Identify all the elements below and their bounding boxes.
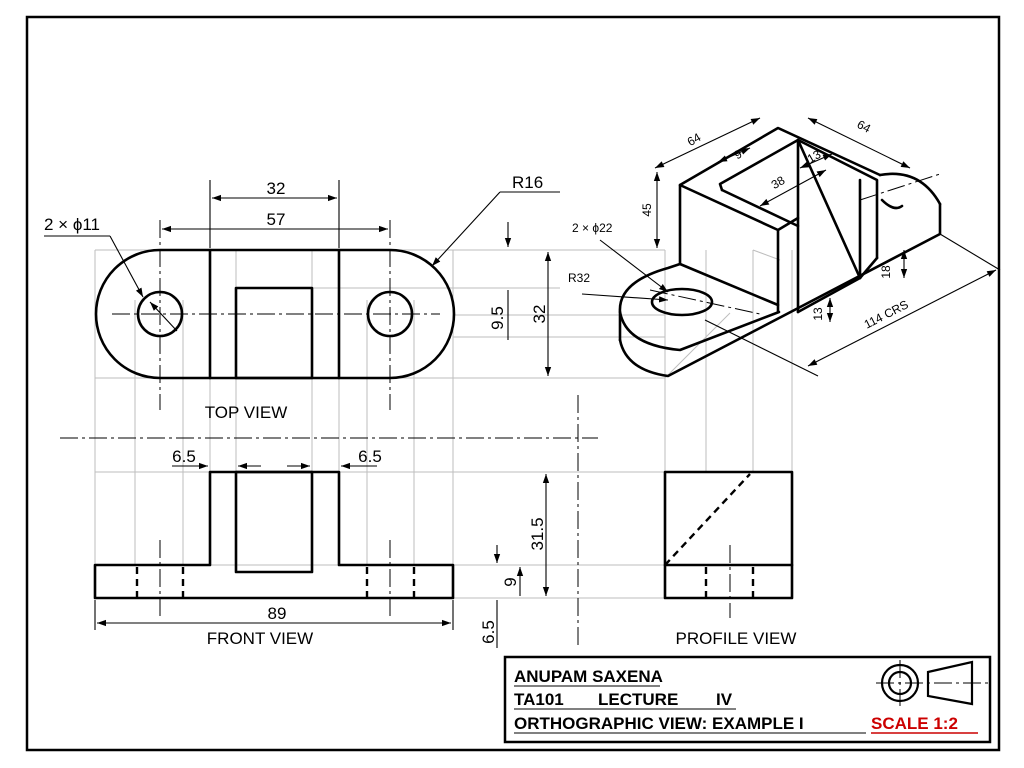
front-view: [93, 470, 455, 618]
iso-64-left: 64: [685, 130, 704, 149]
dim-2-phi-11: 2 × ϕ11: [44, 215, 100, 234]
top-view-dimensions: 32 57 R16 2 × ϕ11 32 9.5: [44, 173, 560, 376]
sheet-border: [25, 15, 1001, 752]
dim-57: 57: [267, 210, 286, 229]
profile-view-label: PROFILE VIEW: [676, 629, 797, 648]
top-view-label: TOP VIEW: [205, 403, 288, 422]
iso-64-right: 64: [855, 117, 874, 136]
projection-symbol-icon: [876, 660, 990, 706]
top-view: [94, 220, 456, 410]
iso-13-top: 13: [805, 147, 824, 166]
title-scale: SCALE 1:2: [871, 714, 958, 733]
dim-r16: R16: [512, 173, 543, 192]
title-lecture-no: IV: [716, 690, 733, 709]
dim-6-5-bottom: 6.5: [479, 620, 498, 644]
dim-31-5: 31.5: [528, 517, 547, 550]
dim-32-side: 32: [530, 305, 549, 324]
title-course: TA101: [514, 690, 564, 709]
dim-9-5: 9.5: [488, 306, 507, 330]
iso-45: 45: [640, 203, 654, 217]
iso-2-phi-22: 2 × ϕ22: [572, 221, 613, 235]
iso-38: 38: [769, 173, 788, 192]
projection-lines: [94, 249, 793, 599]
iso-r32: R32: [568, 271, 590, 285]
iso-18: 18: [879, 265, 893, 279]
dim-89: 89: [268, 604, 287, 623]
profile-view: [663, 470, 794, 618]
isometric-dimensions: 64 64 9 13 38 45 2 × ϕ22 R32 18 13 114 C…: [568, 117, 1001, 367]
title-author: ANUPAM SAXENA: [514, 667, 663, 686]
dim-6-5-left: 6.5: [172, 447, 196, 466]
front-view-label: FRONT VIEW: [207, 629, 313, 648]
dim-9: 9: [501, 577, 520, 586]
isometric-view: [618, 126, 942, 378]
front-view-dimensions: 6.5 6.5 31.5 9 6.5 89: [94, 447, 550, 648]
title-lecture: LECTURE: [598, 690, 678, 709]
title-block: ANUPAM SAXENA TA101 LECTURE IV ORTHOGRAP…: [503, 655, 992, 744]
dim-32-top: 32: [267, 179, 286, 198]
dim-6-5-right: 6.5: [358, 447, 382, 466]
iso-13-bottom: 13: [811, 307, 825, 321]
title-subject: ORTHOGRAPHIC VIEW: EXAMPLE I: [514, 714, 804, 733]
